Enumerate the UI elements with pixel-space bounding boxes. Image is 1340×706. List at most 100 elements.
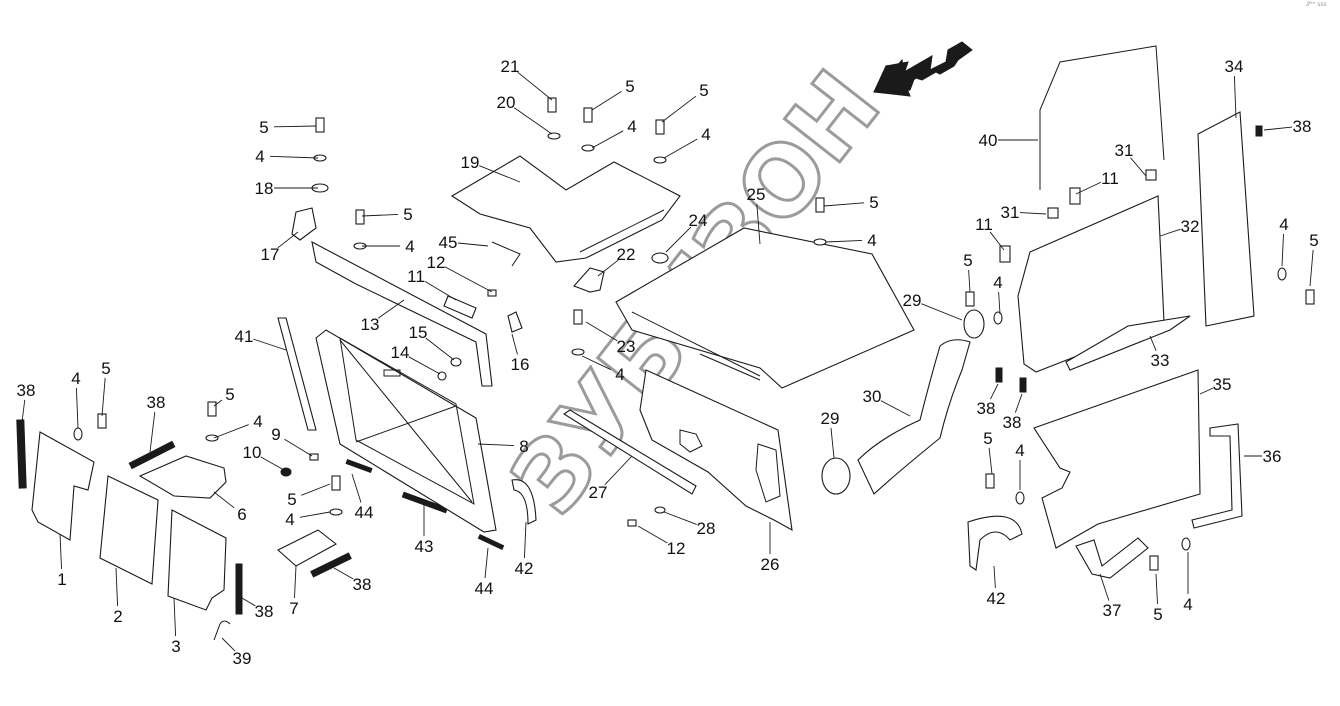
leader-line [444, 266, 493, 293]
bolt-icon [97, 413, 107, 429]
leader-line [59, 533, 63, 570]
panel-part-26 [639, 369, 793, 532]
callout-number: 13 [361, 315, 380, 334]
direction-arrow-icon [872, 41, 973, 97]
callout-number: 4 [701, 125, 710, 144]
callout-number: 37 [1103, 601, 1122, 620]
leader-line [484, 547, 489, 579]
callout-number: 1 [57, 570, 66, 589]
callout-number: 2 [113, 607, 122, 626]
callout-number: 39 [233, 649, 252, 668]
leader-line [604, 455, 633, 486]
callout-number: 11 [407, 267, 425, 286]
callout-number: 4 [253, 412, 262, 431]
part-33 [1065, 315, 1191, 371]
part-11-left [443, 295, 477, 319]
washer-icon [813, 238, 827, 246]
leader-line [333, 567, 354, 580]
callout-number: 35 [1213, 375, 1232, 394]
callout-number: 11 [1101, 169, 1119, 188]
clip-icon [1047, 207, 1059, 219]
clip-icon [999, 245, 1011, 263]
washer-icon [205, 434, 219, 442]
callout-number: 44 [355, 503, 374, 522]
panel-part-34 [1197, 111, 1255, 327]
leader-line [1019, 212, 1047, 215]
callout-number: 14 [391, 343, 410, 362]
leader-line [830, 427, 835, 459]
leader-line [101, 377, 106, 417]
panel-part-1 [31, 431, 95, 541]
leader-line [1014, 393, 1023, 413]
callout-number: 44 [475, 579, 494, 598]
leader-line [479, 165, 521, 183]
panel-part-35 [1033, 369, 1201, 549]
guard-part-42-right [967, 515, 1023, 571]
bolt-icon [985, 473, 995, 489]
leader-line [273, 125, 317, 128]
bolt-icon [1149, 555, 1159, 571]
callout-number: 15 [409, 323, 428, 342]
leader-line [1155, 573, 1158, 605]
callout-number: 5 [403, 205, 412, 224]
leader-lines [21, 71, 1314, 652]
leader-line [425, 337, 455, 361]
callout-number: 38 [353, 575, 372, 594]
callout-number: 28 [697, 519, 716, 538]
leader-line [990, 383, 999, 400]
clamp-part-29 [821, 309, 985, 495]
callout-number: 30 [863, 387, 882, 406]
leader-line [921, 303, 963, 321]
panel-part-3 [167, 509, 227, 611]
leader-line [149, 411, 156, 453]
leader-line [513, 107, 553, 135]
strip-part-40 [1039, 45, 1165, 190]
callout-number: 38 [977, 399, 996, 418]
leader-line [637, 525, 668, 544]
leader-line [1263, 126, 1293, 131]
leader-line [581, 355, 612, 371]
corner-mark: 𝒮ᶜᵉ sss [1306, 1, 1327, 8]
leader-line [585, 321, 618, 342]
callout-number: 38 [147, 393, 166, 412]
callout-number: 4 [867, 231, 876, 250]
callout-number: 5 [699, 81, 708, 100]
leader-line [1075, 181, 1102, 195]
guard-part-42-left [511, 479, 537, 525]
washer-icon [653, 156, 667, 164]
callout-number: 4 [71, 369, 80, 388]
leader-line [269, 155, 319, 159]
callout-number: 5 [625, 77, 634, 96]
callout-number: 4 [627, 117, 636, 136]
leader-line [665, 226, 692, 253]
leader-line [213, 424, 249, 439]
cap-part-24 [651, 252, 669, 264]
leader-line [597, 259, 619, 277]
clip-icon [995, 367, 1003, 383]
bolt-icon [815, 197, 825, 213]
duct-part-30 [857, 339, 971, 495]
leader-line [424, 280, 457, 301]
washer-icon [1181, 537, 1191, 551]
callout-number: 5 [869, 193, 878, 212]
bracket-part-13 [311, 240, 493, 387]
bolt-icon [315, 117, 325, 133]
callout-number: 9 [271, 425, 280, 444]
seal-strips-38 [16, 419, 352, 615]
bracket-part-17 [291, 207, 317, 241]
bolt-icon [309, 453, 319, 461]
bolt-icon [207, 401, 217, 417]
leader-line [115, 567, 119, 607]
callout-number: 26 [761, 555, 780, 574]
callout-number: 29 [821, 409, 840, 428]
callout-number: 7 [289, 599, 298, 618]
frame-part-8 [315, 329, 497, 533]
leader-line [284, 438, 313, 457]
leader-line [277, 231, 299, 249]
leader-line [301, 483, 331, 496]
callout-number: 3 [171, 637, 180, 656]
bolt-icon [331, 475, 341, 491]
leader-line [661, 95, 697, 123]
